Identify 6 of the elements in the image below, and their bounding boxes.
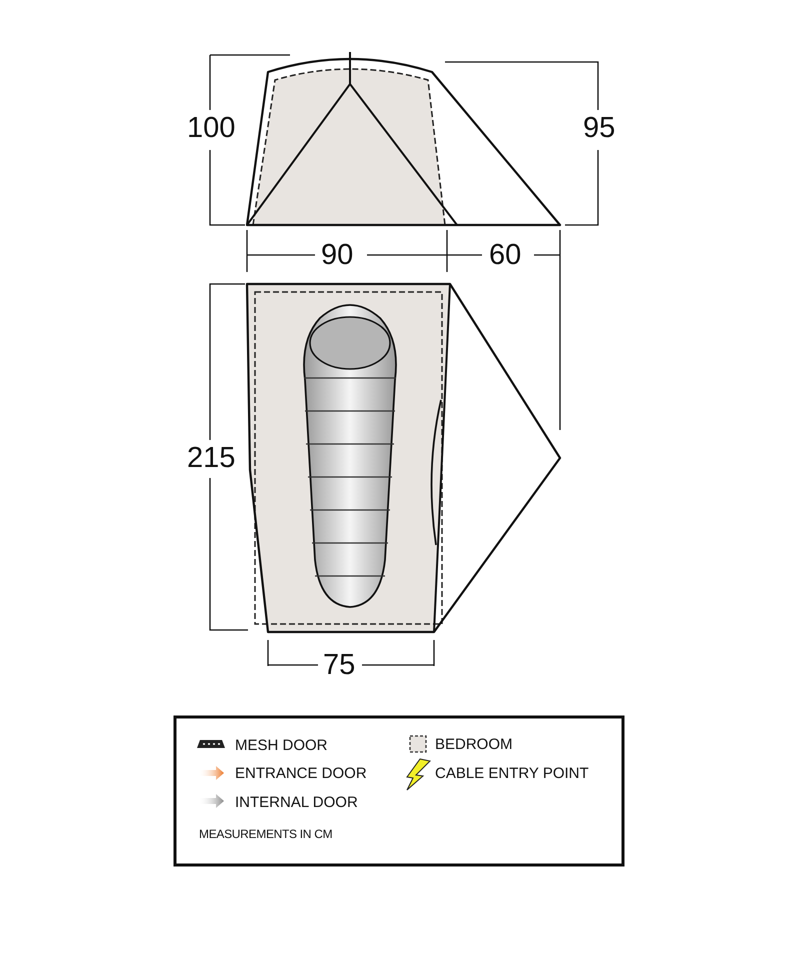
legend-label: ENTRANCE DOOR	[235, 765, 367, 783]
legend-label: MESH DOOR	[235, 737, 328, 755]
legend-label: CABLE ENTRY POINT	[435, 765, 589, 783]
legend-label: INTERNAL DOOR	[235, 794, 358, 812]
note-text: MEASUREMENTS IN CM	[199, 827, 332, 841]
legend-label: BEDROOM	[435, 736, 513, 754]
